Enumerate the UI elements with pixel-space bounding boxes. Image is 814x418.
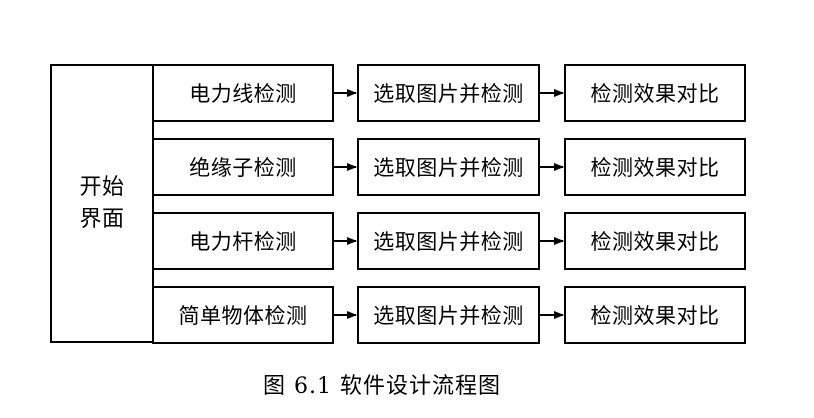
module-box-power-pole: 电力杆检测 <box>152 212 334 270</box>
select-detect-box: 选取图片并检测 <box>357 212 540 270</box>
module-label: 简单物体检测 <box>178 304 308 328</box>
compare-result-label: 检测效果对比 <box>590 156 720 180</box>
select-detect-box: 选取图片并检测 <box>357 64 540 122</box>
start-interface-label: 开始界面 <box>79 174 125 232</box>
compare-result-box: 检测效果对比 <box>564 212 746 270</box>
start-interface-box: 开始界面 <box>50 64 154 343</box>
figure-caption: 图 6.1 软件设计流程图 <box>263 374 501 399</box>
compare-result-label: 检测效果对比 <box>590 82 720 106</box>
compare-result-box: 检测效果对比 <box>564 286 746 344</box>
module-box-simple-object: 简单物体检测 <box>152 286 334 344</box>
compare-result-label: 检测效果对比 <box>590 230 720 254</box>
select-detect-box: 选取图片并检测 <box>357 286 540 344</box>
compare-result-box: 检测效果对比 <box>564 138 746 196</box>
module-box-power-line: 电力线检测 <box>152 64 334 122</box>
module-box-insulator: 绝缘子检测 <box>152 138 334 196</box>
module-label: 绝缘子检测 <box>189 156 297 180</box>
select-detect-label: 选取图片并检测 <box>373 156 524 180</box>
select-detect-label: 选取图片并检测 <box>373 304 524 328</box>
module-label: 电力杆检测 <box>189 230 297 254</box>
module-label: 电力线检测 <box>189 82 297 106</box>
select-detect-box: 选取图片并检测 <box>357 138 540 196</box>
select-detect-label: 选取图片并检测 <box>373 82 524 106</box>
compare-result-label: 检测效果对比 <box>590 304 720 328</box>
select-detect-label: 选取图片并检测 <box>373 230 524 254</box>
compare-result-box: 检测效果对比 <box>564 64 746 122</box>
